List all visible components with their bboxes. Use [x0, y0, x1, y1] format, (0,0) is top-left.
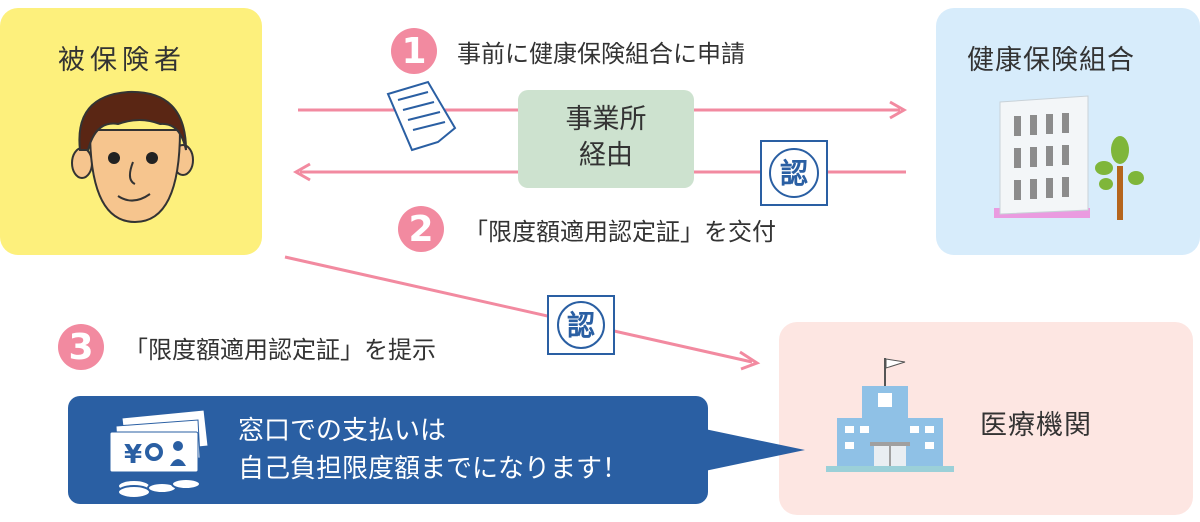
step-2-text: 「限度額適用認定証」を交付: [464, 217, 776, 246]
bubble-line-1: 窓口での支払いは: [238, 416, 447, 446]
stamp-char: 認: [567, 309, 595, 342]
employer-office-box: 事業所 経由: [518, 90, 694, 188]
step-number-1: 1: [391, 28, 437, 74]
certificate-stamp-icon: 認: [760, 140, 828, 206]
certificate-stamp-icon: 認: [547, 295, 615, 355]
office-building-icon: [994, 95, 1090, 218]
step-3-text: 「限度額適用認定証」を提示: [124, 335, 436, 364]
hospital-building-icon: [826, 358, 954, 472]
step-number-3: 3: [58, 324, 104, 370]
medical-institution-title: 医療機関: [980, 410, 1092, 441]
step-1-apply: 1 事前に健康保険組合に申請: [391, 28, 745, 74]
money-symbol: ¥: [124, 440, 142, 470]
money-icon: ¥: [109, 409, 209, 499]
stamp-char: 認: [780, 157, 808, 190]
insured-person-title: 被保険者: [58, 45, 186, 76]
step-2-issue: 2 「限度額適用認定証」を交付: [398, 206, 776, 252]
speech-bubble-tail: [700, 428, 805, 472]
step-1-text: 事前に健康保険組合に申請: [457, 39, 745, 68]
tree-icon: [1095, 136, 1144, 220]
speech-bubble-text: 窓口での支払いは 自己負担限度額までになります！: [238, 412, 628, 488]
office-label-line1: 事業所: [565, 104, 647, 135]
arrow-present: [284, 255, 761, 371]
person-face-icon: [71, 90, 194, 224]
bubble-line-2: 自己負担限度額までになります！: [238, 454, 629, 484]
step-number-2: 2: [398, 206, 444, 252]
health-insurance-union-title: 健康保険組合: [967, 45, 1135, 76]
application-document-icon: [386, 80, 457, 152]
step-3-present: 3 「限度額適用認定証」を提示: [58, 324, 436, 370]
office-label-line2: 経由: [579, 140, 633, 171]
